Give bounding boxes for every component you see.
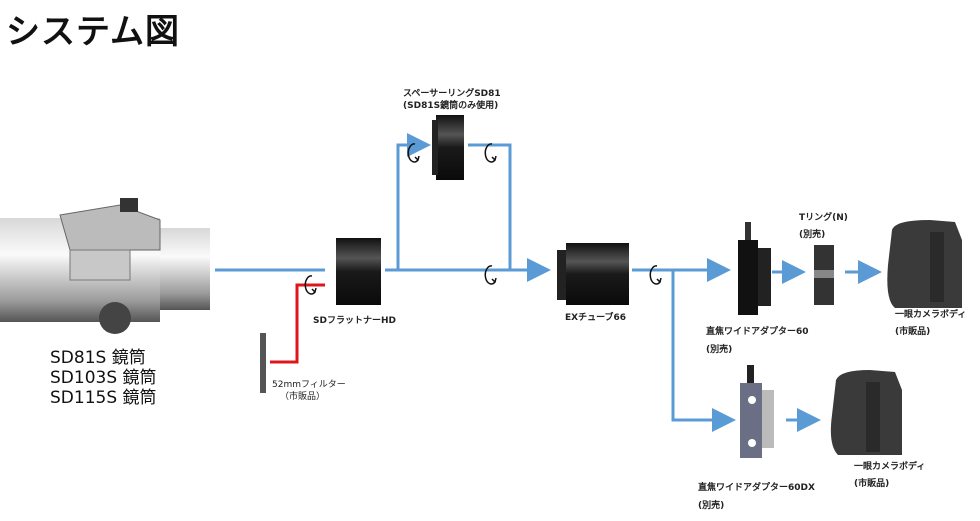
rotate-icon xyxy=(484,143,497,163)
adapter60-label: 直焦ワイドアダプター60 xyxy=(706,327,809,337)
flattener-image xyxy=(336,238,381,305)
spacer-ring-note: (SD81S鏡筒のみ使用) xyxy=(403,101,499,111)
t-ring-label: Tリング(N) xyxy=(799,213,848,223)
adapter60-image xyxy=(738,222,771,315)
adapter60dx-note: (別売) xyxy=(698,501,725,511)
page-title: システム図 xyxy=(6,12,180,52)
rotation-icons xyxy=(304,143,662,295)
telescope-label: SD81S 鏡筒 xyxy=(50,348,146,368)
camera1-image xyxy=(887,220,962,308)
t-ring-image xyxy=(814,245,834,305)
telescope-labels: SD81S 鏡筒 SD103S 鏡筒 SD115S 鏡筒 xyxy=(50,348,157,408)
rotate-icon xyxy=(304,275,317,295)
spacer-ring-image xyxy=(436,115,464,180)
camera1-note: (市販品) xyxy=(895,327,931,337)
flattener-label: SDフラットナーHD xyxy=(313,316,396,326)
t-ring-note: (別売) xyxy=(799,230,826,240)
filter-flow-line xyxy=(270,283,325,364)
camera2-label: 一眼カメラボディ xyxy=(854,462,926,472)
rotate-icon xyxy=(484,265,497,285)
adapter60dx-image xyxy=(740,365,774,458)
ex-tube-label: EXチューブ66 xyxy=(565,313,627,323)
camera2-image xyxy=(830,370,902,455)
flow-lines xyxy=(215,133,882,432)
flow-line xyxy=(468,143,512,270)
adapter60dx-label: 直焦ワイドアダプター60DX xyxy=(698,483,815,493)
flow-line xyxy=(396,133,431,270)
filter-image xyxy=(260,333,266,393)
filter-label: 52mmフィルター xyxy=(272,380,346,390)
spacer-ring-label: スペーサーリングSD81 xyxy=(403,89,501,99)
ex-tube-image xyxy=(557,243,629,305)
camera1-label: 一眼カメラボディ xyxy=(895,310,967,320)
rotate-icon xyxy=(407,143,420,163)
telescope-label: SD115S 鏡筒 xyxy=(50,388,157,408)
rotate-icon xyxy=(649,265,662,285)
filter-note: （市販品） xyxy=(280,392,326,402)
telescope-image xyxy=(0,198,210,334)
adapter60-note: (別売) xyxy=(706,345,733,355)
flow-line xyxy=(671,270,736,432)
camera2-note: (市販品) xyxy=(854,479,890,489)
telescope-label: SD103S 鏡筒 xyxy=(50,368,157,388)
